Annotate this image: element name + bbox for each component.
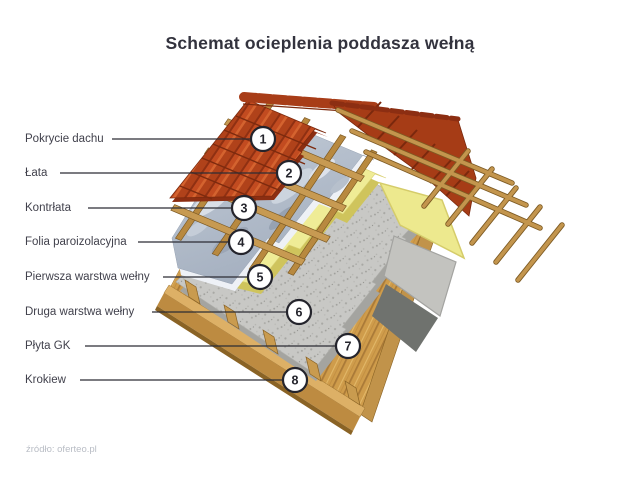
layer-label-krokiew: Krokiew	[25, 374, 66, 386]
number-badges: 1 2 3 4 5 6 7	[227, 125, 362, 394]
number-badge: 5	[246, 263, 274, 291]
gable-yellow-edge	[378, 181, 466, 260]
number-badge: 3	[230, 194, 258, 222]
svg-text:5: 5	[257, 271, 264, 285]
layer-label-folia-paroizolacyjna: Folia paroizolacyjna	[25, 236, 127, 248]
layer-label-kontrlata: Kontrłata	[25, 202, 72, 214]
rafter-beam	[155, 284, 366, 435]
gable-wool-edge	[383, 235, 457, 317]
right-gable-edges	[372, 181, 466, 352]
layer-label-pierwsza-warstwa-welny: Pierwsza warstwa wełny	[25, 271, 150, 283]
svg-text:2: 2	[286, 167, 293, 181]
source-credit: źródło: oferteo.pl	[26, 444, 97, 455]
svg-text:1: 1	[260, 133, 267, 147]
svg-text:8: 8	[292, 374, 299, 388]
layer-label-druga-warstwa-welny: Druga warstwa wełny	[25, 306, 135, 318]
right-slope-battens	[335, 107, 565, 283]
page-title: Schemat ocieplenia poddasza wełną	[165, 33, 475, 53]
number-badge: 8	[281, 366, 309, 394]
annotations	[60, 138, 335, 381]
layer-label-plyta-gk: Płyta GK	[25, 340, 71, 352]
number-badge: 4	[227, 228, 255, 256]
svg-text:7: 7	[345, 340, 352, 354]
svg-text:6: 6	[296, 306, 303, 320]
layer-label-lata: Łata	[25, 167, 48, 179]
gable-dark-edge	[372, 284, 438, 352]
number-badge: 6	[285, 298, 313, 326]
number-badge: 1	[249, 125, 277, 153]
rafter-posts	[184, 279, 361, 406]
number-badge: 7	[334, 332, 362, 360]
svg-text:3: 3	[241, 202, 248, 216]
number-badge: 2	[275, 159, 303, 187]
layer-label-pokrycie-dachu: Pokrycie dachu	[25, 133, 104, 145]
svg-text:4: 4	[238, 236, 245, 250]
